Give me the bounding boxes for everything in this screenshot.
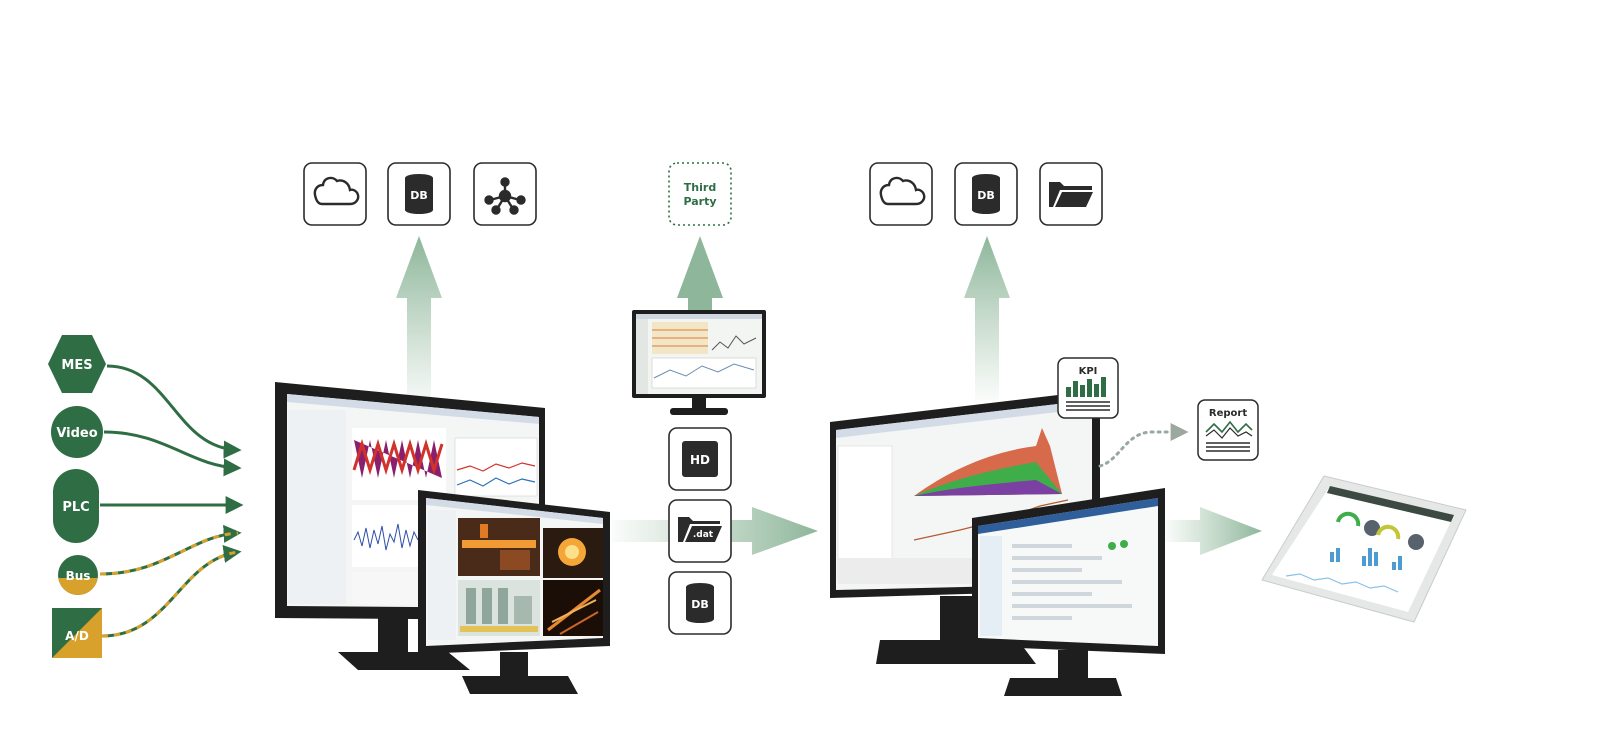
- bar-chart-icon: [1066, 377, 1106, 397]
- folder-icon: [678, 517, 722, 542]
- storage-db-label: DB: [691, 598, 709, 611]
- video-feed-plant: [458, 580, 540, 636]
- hard-drive-icon: [682, 441, 718, 477]
- connector-video: [103, 430, 242, 477]
- tablet-screen: [1272, 486, 1454, 612]
- storage-hd-box[interactable]: HD: [668, 427, 732, 491]
- left-network-box[interactable]: [473, 162, 537, 226]
- input-video: Video: [51, 406, 103, 458]
- right-monitor-front: [972, 488, 1165, 696]
- tablet-bars: [1330, 548, 1402, 570]
- left-db-label: DB: [410, 189, 428, 202]
- tablet-right-arrow: [1165, 507, 1262, 555]
- kpi-label: KPI: [1079, 366, 1098, 377]
- input-bus-label: Bus: [66, 569, 91, 583]
- right-db-label: DB: [977, 189, 995, 202]
- storage-dat-box[interactable]: .dat: [668, 499, 732, 563]
- database-icon: [972, 174, 1000, 214]
- storage-hd-label: HD: [690, 453, 710, 467]
- cloud-icon: [879, 176, 926, 206]
- cloud-icon: [313, 176, 360, 206]
- tablet-gauges: [1336, 511, 1424, 550]
- left-db-box[interactable]: DB: [387, 162, 451, 226]
- left-outputs: DB: [303, 162, 537, 226]
- circle-shape: [51, 406, 103, 458]
- input-plc-label: PLC: [62, 500, 89, 515]
- video-feed-steel: [458, 518, 540, 576]
- video-feed-fire: [543, 528, 603, 578]
- report-box[interactable]: Report: [1197, 399, 1259, 461]
- storage-db-box[interactable]: DB: [668, 571, 732, 635]
- third-party-line2: Party: [683, 195, 716, 208]
- folder-icon: [1049, 182, 1093, 207]
- storage-dat-label: .dat: [693, 530, 714, 540]
- input-plc: PLC: [53, 469, 99, 543]
- pill-shape: [53, 469, 99, 543]
- connector-bus: [99, 524, 242, 576]
- video-feed-sparks: [543, 580, 603, 636]
- right-db-box[interactable]: DB: [954, 162, 1018, 226]
- database-icon: [405, 174, 433, 214]
- center-monitor: [632, 310, 766, 415]
- third-party-up-arrow: [677, 236, 723, 312]
- right-outputs: DB: [869, 162, 1103, 226]
- input-ad: A/D: [52, 608, 102, 658]
- input-video-label: Video: [56, 426, 97, 441]
- report-label: Report: [1209, 408, 1247, 419]
- line-chart-icon: [1205, 420, 1253, 434]
- hexagon-shape: [48, 335, 106, 393]
- right-cloud-box[interactable]: [869, 162, 933, 226]
- third-party-box[interactable]: Third Party: [668, 162, 732, 226]
- tablet: [1261, 475, 1467, 623]
- left-up-arrow: [396, 236, 442, 410]
- kpi-box[interactable]: KPI: [1057, 357, 1119, 419]
- left-monitor-front: [418, 490, 610, 694]
- connector-ad: [101, 545, 242, 638]
- connector-mes: [106, 364, 242, 459]
- input-mes-label: MES: [61, 358, 92, 373]
- input-sources: MES Video PLC Bus A/D: [48, 335, 106, 658]
- third-party-line1: Third: [684, 181, 716, 194]
- right-folder-box[interactable]: [1039, 162, 1103, 226]
- network-icon: [484, 177, 526, 215]
- input-ad-label: A/D: [65, 629, 89, 643]
- report-dotted-connector: [1098, 423, 1189, 468]
- input-mes: MES: [48, 335, 106, 393]
- input-connectors: [99, 364, 244, 638]
- area-chart: [913, 428, 1069, 541]
- input-bus: Bus: [58, 555, 98, 595]
- left-cloud-box[interactable]: [303, 162, 367, 226]
- waveform-plot: [352, 438, 444, 478]
- right-up-arrow: [964, 236, 1010, 400]
- storage-column: HD .dat DB: [668, 427, 732, 635]
- database-icon: [686, 583, 714, 623]
